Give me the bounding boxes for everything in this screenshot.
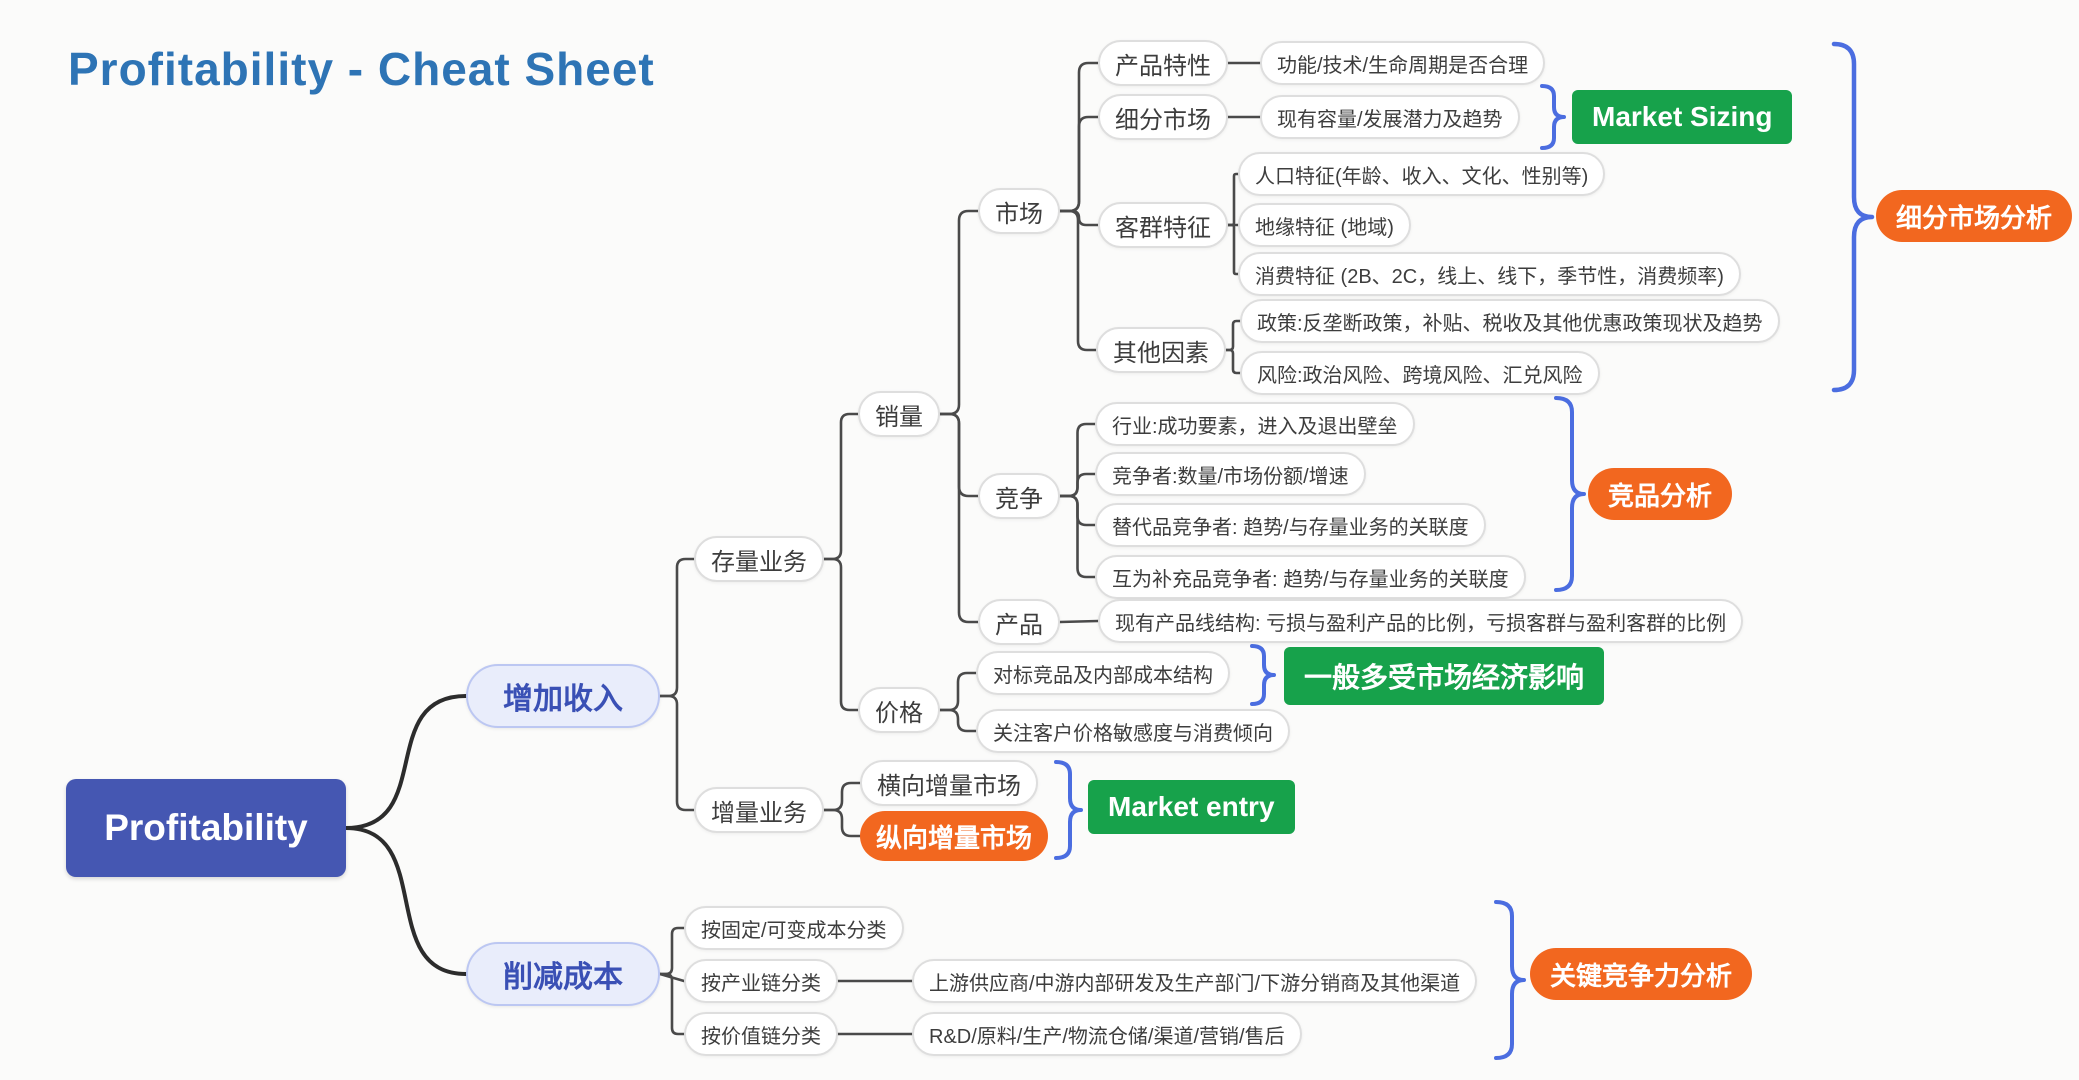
badge-market-sizing[interactable]: Market Sizing — [1572, 90, 1793, 144]
brace-competitor-analysis — [1554, 396, 1586, 592]
badge-competitor-analysis[interactable]: 竞品分析 — [1588, 468, 1733, 520]
node-geographic[interactable]: 地缘特征 (地域) — [1238, 203, 1411, 247]
node-func-tech-lifecycle[interactable]: 功能/技术/生命周期是否合理 — [1260, 41, 1546, 85]
edge-other_factors-risk — [1224, 348, 1242, 375]
node-sales-volume[interactable]: 销量 — [858, 391, 940, 437]
node-competitors[interactable]: 竞争者:数量/市场份额/增速 — [1095, 452, 1366, 496]
edge-existing_business-price — [822, 557, 860, 712]
node-incremental-business[interactable]: 增量业务 — [694, 787, 824, 833]
edge-incremental_business-horizontal_market — [822, 781, 862, 812]
edge-market-other_factors — [1058, 209, 1098, 352]
edge-root-cut_costs — [344, 826, 468, 976]
node-consumption[interactable]: 消费特征 (2B、2C，线上、线下，季节性，消费频率) — [1238, 252, 1741, 296]
node-other-factors[interactable]: 其他因素 — [1096, 327, 1226, 373]
edge-market-market_segment — [1058, 115, 1100, 213]
node-market[interactable]: 市场 — [978, 188, 1060, 234]
edge-other_factors-policy — [1224, 319, 1242, 352]
badge-key-competitiveness[interactable]: 关键竞争力分析 — [1530, 948, 1753, 1000]
brace-key-competitiveness — [1494, 900, 1526, 1060]
node-product-traits[interactable]: 产品特性 — [1098, 40, 1228, 86]
node-industry-barriers[interactable]: 行业:成功要素，进入及退出壁垒 — [1095, 402, 1415, 446]
edge-incremental_business-vertical_market — [822, 808, 862, 838]
node-existing-business[interactable]: 存量业务 — [694, 536, 824, 582]
node-cut-costs[interactable]: 削减成本 — [466, 942, 660, 1006]
node-value-chain-detail[interactable]: R&D/原料/生产/物流仓储/渠道/营销/售后 — [912, 1012, 1302, 1056]
node-price-sensitivity[interactable]: 关注客户价格敏感度与消费倾向 — [976, 709, 1290, 753]
node-capacity-potential[interactable]: 现有容量/发展潜力及趋势 — [1260, 95, 1520, 139]
edge-customer_traits-demographic — [1226, 172, 1240, 227]
edge-sales_volume-product — [938, 412, 980, 624]
node-product-line[interactable]: 现有产品线结构: 亏损与盈利产品的比例，亏损客群与盈利客群的比例 — [1098, 599, 1744, 643]
brace-segment-analysis — [1831, 41, 1875, 393]
node-upstream-downstream[interactable]: 上游供应商/中游内部研发及生产部门/下游分销商及其他渠道 — [912, 959, 1478, 1003]
node-complements[interactable]: 互为补充品竞争者: 趋势/与存量业务的关联度 — [1095, 555, 1526, 599]
node-value-chain[interactable]: 按价值链分类 — [684, 1012, 838, 1056]
node-market-segment[interactable]: 细分市场 — [1098, 94, 1228, 140]
node-benchmark-cost[interactable]: 对标竞品及内部成本结构 — [976, 651, 1230, 695]
edge-root-increase_revenue — [344, 694, 468, 830]
edge-price-benchmark — [938, 671, 978, 712]
edge-increase_revenue-incremental_business — [658, 694, 696, 812]
node-vertical-market[interactable]: 纵向增量市场 — [860, 811, 1049, 861]
edge-price-price_sensitivity — [938, 708, 978, 733]
edge-existing_business-sales_volume — [822, 412, 860, 561]
brace-price-note — [1250, 644, 1276, 706]
node-industry-chain[interactable]: 按产业链分类 — [684, 959, 838, 1003]
node-policy[interactable]: 政策:反垄断政策，补贴、税收及其他优惠政策现状及趋势 — [1240, 299, 1780, 343]
node-increase-revenue[interactable]: 增加收入 — [466, 664, 660, 728]
node-customer-traits[interactable]: 客群特征 — [1098, 202, 1228, 248]
node-horizontal-market[interactable]: 横向增量市场 — [860, 760, 1038, 806]
node-product[interactable]: 产品 — [978, 599, 1060, 645]
page-title: Profitability - Cheat Sheet — [68, 43, 655, 95]
node-risk[interactable]: 风险:政治风险、跨境风险、汇兑风险 — [1240, 351, 1600, 395]
badge-market-entry[interactable]: Market entry — [1088, 780, 1295, 834]
node-substitutes[interactable]: 替代品竞争者: 趋势/与存量业务的关联度 — [1095, 503, 1486, 547]
edge-competition-competitors — [1058, 472, 1097, 498]
edge-cut_costs-fixed_variable — [658, 926, 686, 976]
node-root[interactable]: Profitability — [66, 779, 346, 877]
edge-cut_costs-value_chain — [658, 972, 686, 1036]
edge-sales_volume-market — [938, 209, 980, 416]
node-competition[interactable]: 竞争 — [978, 473, 1060, 519]
badge-economy-note[interactable]: 一般多受市场经济影响 — [1284, 647, 1605, 705]
edge-increase_revenue-existing_business — [658, 557, 696, 698]
brace-market-sizing — [1540, 84, 1566, 150]
edge-competition-complements — [1058, 494, 1097, 579]
badge-segment-analysis[interactable]: 细分市场分析 — [1876, 190, 2073, 242]
edge-product-product_line — [1058, 619, 1100, 624]
node-demographic[interactable]: 人口特征(年龄、收入、文化、性别等) — [1238, 152, 1606, 196]
edge-customer_traits-consumption — [1226, 223, 1240, 276]
brace-market-entry — [1054, 760, 1083, 860]
node-fixed-variable-cost[interactable]: 按固定/可变成本分类 — [684, 906, 904, 950]
node-price[interactable]: 价格 — [858, 687, 940, 733]
